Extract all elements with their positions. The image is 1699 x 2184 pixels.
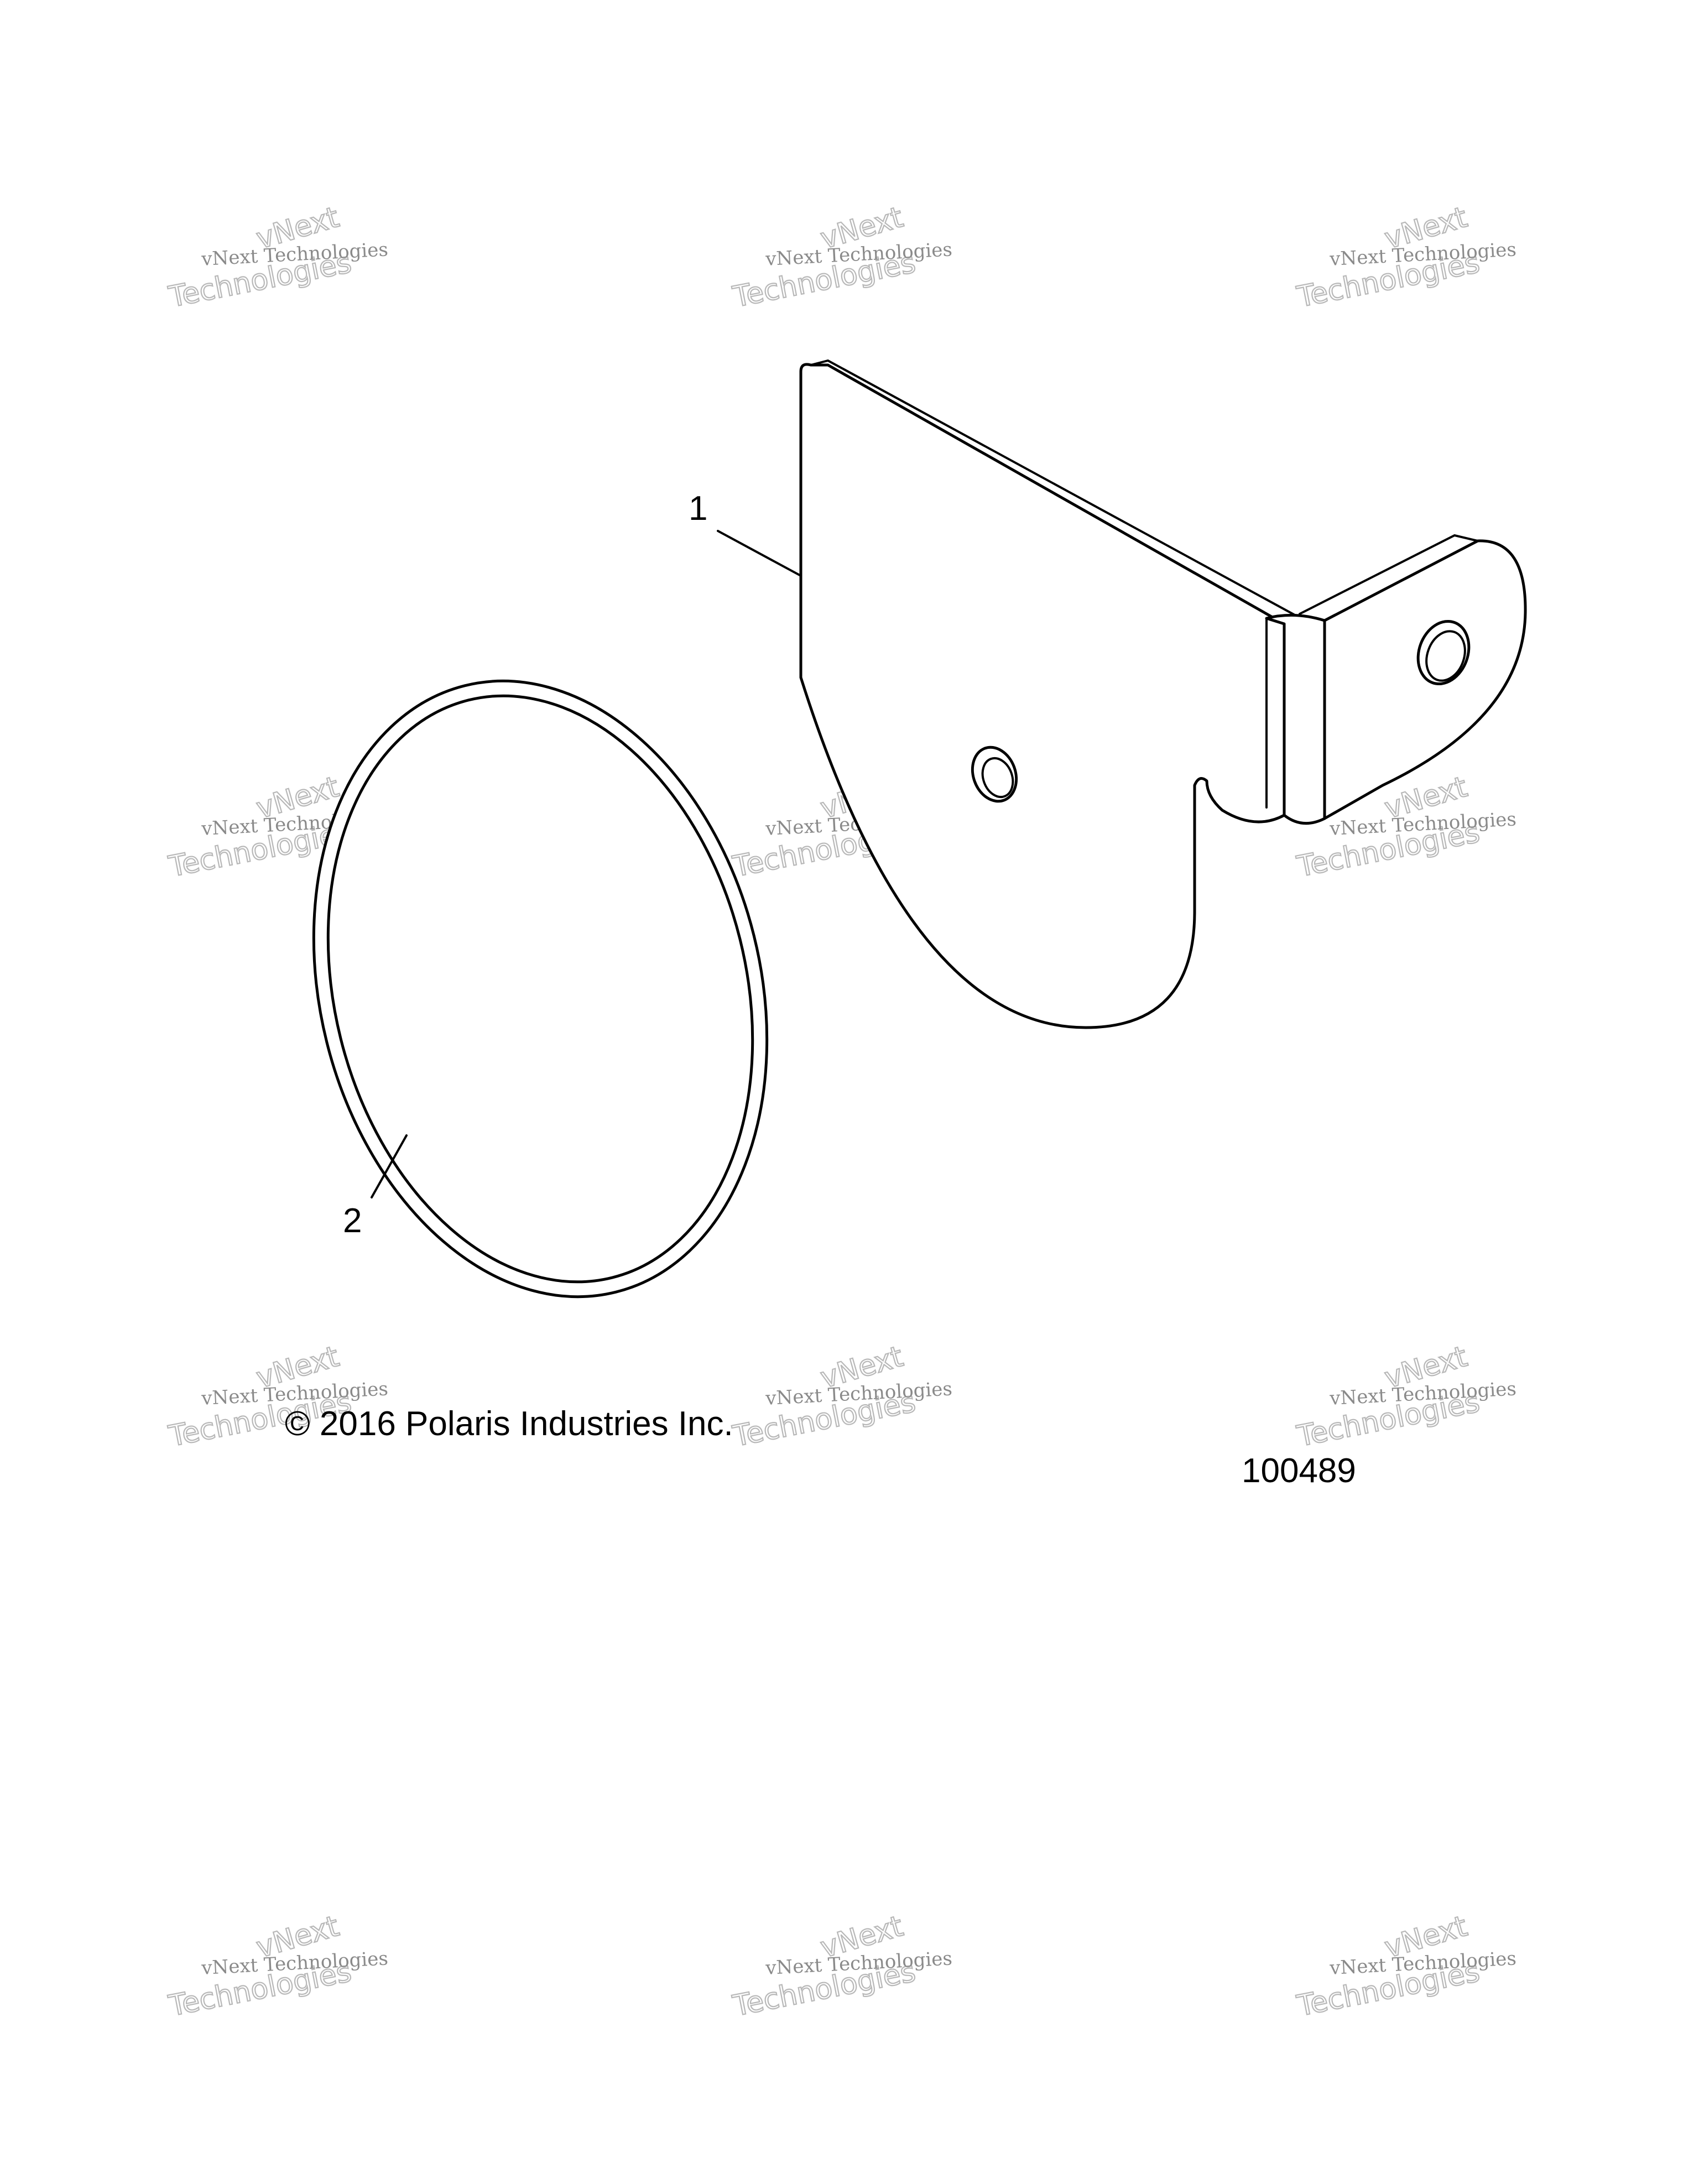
gasket-part (312, 679, 769, 1299)
bracket-tab-edge (1299, 534, 1479, 615)
bracket-tab-hole (1416, 619, 1471, 686)
bracket-tab-hole-inner (1425, 630, 1466, 682)
bracket-part (799, 359, 1527, 1029)
callout-1-label: 1 (689, 489, 707, 528)
callout-2-label: 2 (343, 1202, 362, 1240)
gasket-inner-ring (326, 694, 754, 1284)
callout-2-leader (371, 1134, 408, 1198)
callout-1-leader (717, 530, 801, 576)
bracket-plate-hole (971, 746, 1018, 803)
bracket-front-plate (799, 363, 1286, 1029)
copyright-text: © 2016 Polaris Industries Inc. (285, 1405, 733, 1443)
figure-number: 100489 (1242, 1452, 1356, 1490)
bracket-plate-hole-inner (981, 757, 1014, 798)
